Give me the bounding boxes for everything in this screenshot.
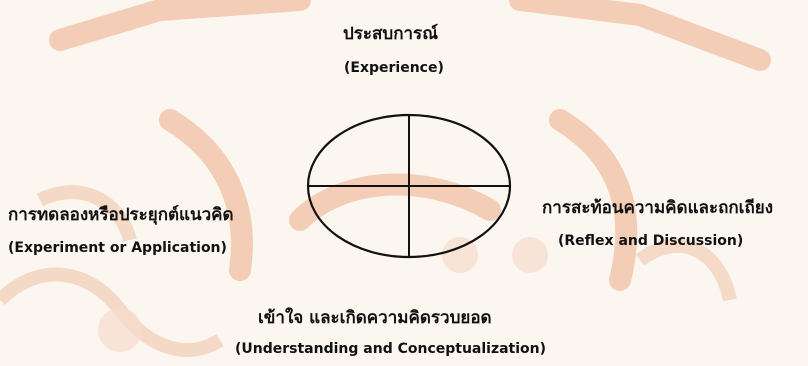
conceptualization-label-thai: เข้าใจ และเกิดความคิดรวบยอด	[258, 308, 492, 328]
reflection-label-thai: การสะท้อนความคิดและถกเถียง	[542, 198, 774, 218]
experience-label-thai: ประสบการณ์	[343, 24, 438, 44]
application-label-english: (Experiment or Application)	[8, 240, 227, 256]
experience-label-english: (Experience)	[344, 60, 444, 76]
reflection-label-english: (Reflex and Discussion)	[558, 233, 744, 249]
application-label-thai: การทดลองหรือประยุกต์แนวคิด	[8, 205, 234, 225]
conceptualization-label-english: (Understanding and Conceptualization)	[235, 341, 547, 357]
